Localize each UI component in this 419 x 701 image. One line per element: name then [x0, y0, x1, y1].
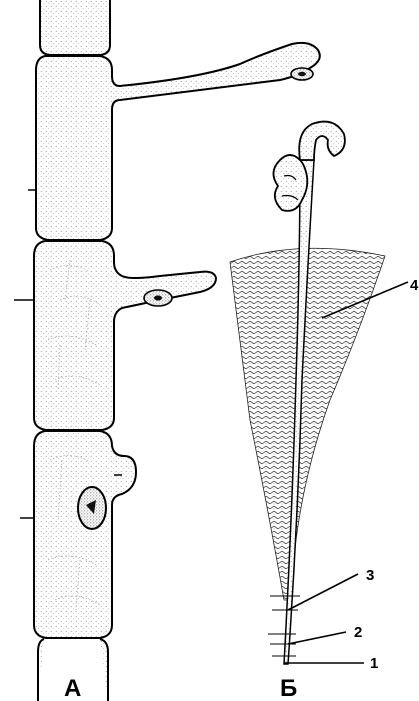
- callout-4-label: 4: [410, 277, 419, 294]
- panel-b-root: [230, 122, 385, 664]
- filament-cell-1: [36, 43, 320, 240]
- filament-cell-2: [34, 241, 216, 430]
- zone-ticks: [268, 596, 300, 656]
- callout-2-label: 2: [354, 624, 362, 641]
- leader-line-3: [288, 574, 358, 610]
- callout-3-label: 3: [366, 567, 374, 584]
- callout-1-label: 1: [370, 655, 378, 672]
- panel-a-label: А: [64, 675, 81, 701]
- filament-cell-top: [40, 0, 110, 55]
- filament-cell-3: [34, 431, 136, 638]
- root-hook-tip: [299, 122, 345, 160]
- leader-line-2: [288, 632, 346, 644]
- panel-b-label: Б: [280, 675, 297, 701]
